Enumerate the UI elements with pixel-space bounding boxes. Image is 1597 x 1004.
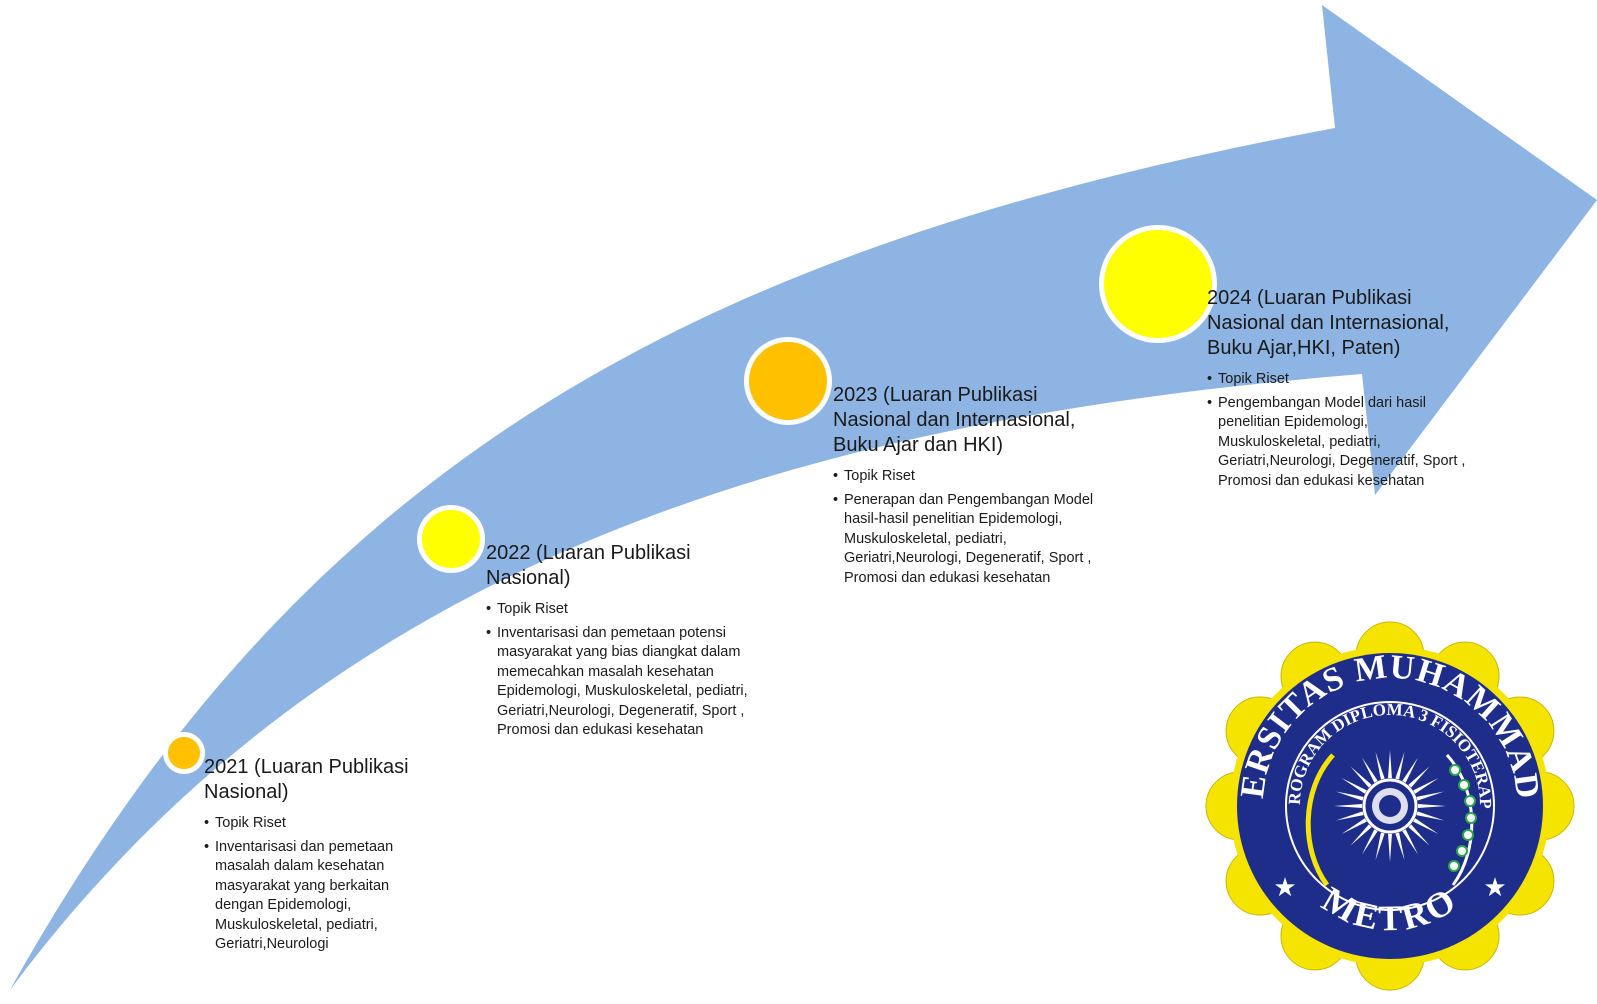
logo-sun-ray	[1334, 804, 1363, 808]
logo-star-icon: ★	[1483, 872, 1506, 902]
logo-star-icon: ★	[1273, 872, 1296, 902]
bullet-topic: Topik Riset	[204, 814, 434, 834]
logo-sun-ray	[1375, 751, 1385, 780]
logo-sun-ray	[1341, 818, 1367, 834]
milestone-dot-2021	[163, 732, 205, 774]
bullet-detail: Inventarisasi dan pemetaan potensi masya…	[486, 624, 776, 741]
logo-inner-rim	[1285, 701, 1495, 911]
bullet-detail: Penerapan dan Pengembangan Model hasil-h…	[833, 491, 1095, 589]
logo-sun-ray	[1375, 832, 1385, 861]
logo-sun-ray	[1388, 833, 1392, 862]
logo-sun-ray	[1402, 829, 1418, 855]
milestone-dot-2022	[417, 505, 485, 573]
logo-sun-ray	[1413, 778, 1439, 794]
milestone-title: 2022 (Luaran Publikasi Nasional)	[486, 542, 691, 589]
logo-wreath-right-icon	[1445, 753, 1477, 886]
bullet-topic: Topik Riset	[833, 467, 1095, 487]
logo-sun-ray	[1341, 778, 1367, 794]
milestone-title: 2021 (Luaran Publikasi Nasional)	[204, 756, 409, 803]
logo-sun-ray	[1413, 818, 1439, 834]
logo-sun-ray	[1416, 791, 1445, 801]
logo-sun-emblem-icon	[1334, 750, 1446, 862]
logo-sun-ray	[1335, 811, 1364, 821]
milestone-2024: 2024 (Luaran Publikasi Nasional dan Inte…	[1207, 286, 1469, 495]
bullet-detail: Inventarisasi dan pemetaan masalah dalam…	[204, 838, 434, 955]
logo-sun-ray	[1416, 811, 1445, 821]
logo-sun-ray	[1362, 829, 1378, 855]
logo-sun-ray	[1395, 751, 1405, 780]
milestone-title: 2024 (Luaran Publikasi Nasional dan Inte…	[1207, 287, 1450, 359]
logo-sun-ray	[1335, 791, 1364, 801]
logo-sun-ray	[1388, 750, 1392, 779]
logo-sun-ray	[1417, 804, 1446, 808]
logo-sun-ray	[1408, 766, 1430, 788]
milestone-2021: 2021 (Luaran Publikasi Nasional) Topik R…	[204, 755, 434, 959]
bullet-detail: Pengembangan Model dari hasil penelitian…	[1207, 394, 1469, 492]
logo-sun-ray	[1362, 757, 1378, 783]
logo-sun-ray	[1395, 832, 1405, 861]
logo-wreath-left-icon	[1305, 753, 1335, 887]
milestone-2022: 2022 (Luaran Publikasi Nasional) Topik R…	[486, 541, 776, 745]
milestone-dot-2024	[1099, 225, 1217, 343]
milestone-2023: 2023 (Luaran Publikasi Nasional dan Inte…	[833, 383, 1095, 592]
logo-sun-ray	[1408, 824, 1430, 846]
milestone-bullets: Topik Riset Pengembangan Model dari hasi…	[1207, 370, 1469, 491]
university-logo: UNIVERSITAS MUHAMMADIYAH PROGRAM DIPLOMA…	[1205, 620, 1575, 991]
milestone-title: 2023 (Luaran Publikasi Nasional dan Inte…	[833, 384, 1076, 456]
logo-sun-ray	[1350, 766, 1372, 788]
milestone-bullets: Topik Riset Inventarisasi dan pemetaan m…	[204, 814, 434, 955]
milestone-dot-2023	[744, 337, 832, 425]
bullet-topic: Topik Riset	[1207, 370, 1469, 390]
bullet-topic: Topik Riset	[486, 600, 776, 620]
milestone-bullets: Topik Riset Penerapan dan Pengembangan M…	[833, 467, 1095, 588]
logo-sun-ray	[1402, 757, 1418, 783]
milestone-bullets: Topik Riset Inventarisasi dan pemetaan p…	[486, 600, 776, 741]
logo-sun-ray	[1350, 824, 1372, 846]
